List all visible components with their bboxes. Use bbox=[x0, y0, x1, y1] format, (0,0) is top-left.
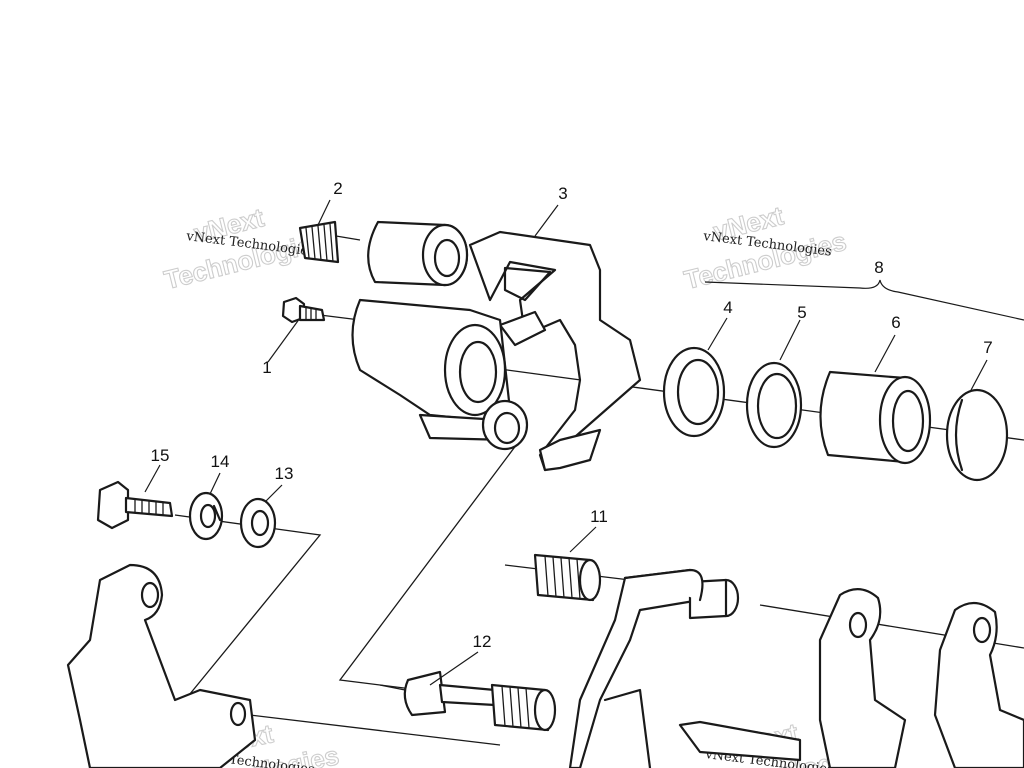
leader-lines bbox=[144, 199, 988, 686]
brake-pad-1 bbox=[818, 588, 907, 768]
part-6-piston bbox=[819, 370, 932, 465]
callout-7: 7 bbox=[983, 338, 992, 357]
callout-14: 14 bbox=[211, 452, 230, 471]
callout-labels: 1 2 3 4 5 6 7 8 11 12 13 14 15 bbox=[151, 179, 993, 651]
part-15-hex-bolt bbox=[96, 480, 174, 530]
part-8-group-bracket bbox=[704, 279, 1024, 321]
part-11-threaded-bushing bbox=[533, 553, 602, 602]
callout-13: 13 bbox=[275, 464, 294, 483]
part-13-washer bbox=[239, 497, 277, 549]
part-7-dust-boot bbox=[945, 388, 1009, 482]
part-5-seal bbox=[745, 361, 803, 449]
callout-4: 4 bbox=[723, 298, 732, 317]
callout-15: 15 bbox=[151, 446, 170, 465]
lever-assembly bbox=[568, 568, 802, 768]
mounting-bracket-left bbox=[66, 563, 257, 768]
callout-11: 11 bbox=[590, 507, 608, 526]
callout-6: 6 bbox=[891, 313, 900, 332]
part-14-lock-washer bbox=[188, 491, 224, 541]
part-3-caliper-body bbox=[351, 220, 642, 472]
callout-2: 2 bbox=[333, 179, 342, 198]
callout-8: 8 bbox=[874, 258, 883, 277]
part-4-seal bbox=[662, 346, 726, 438]
brake-pad-2 bbox=[933, 601, 1024, 768]
callout-5: 5 bbox=[797, 303, 806, 322]
part-1-bleeder-screw bbox=[281, 296, 326, 324]
callout-12: 12 bbox=[473, 632, 492, 651]
callout-1: 1 bbox=[262, 358, 271, 377]
part-12-pin bbox=[403, 670, 557, 732]
part-2-threaded-plug bbox=[298, 220, 340, 264]
callout-3: 3 bbox=[558, 184, 567, 203]
